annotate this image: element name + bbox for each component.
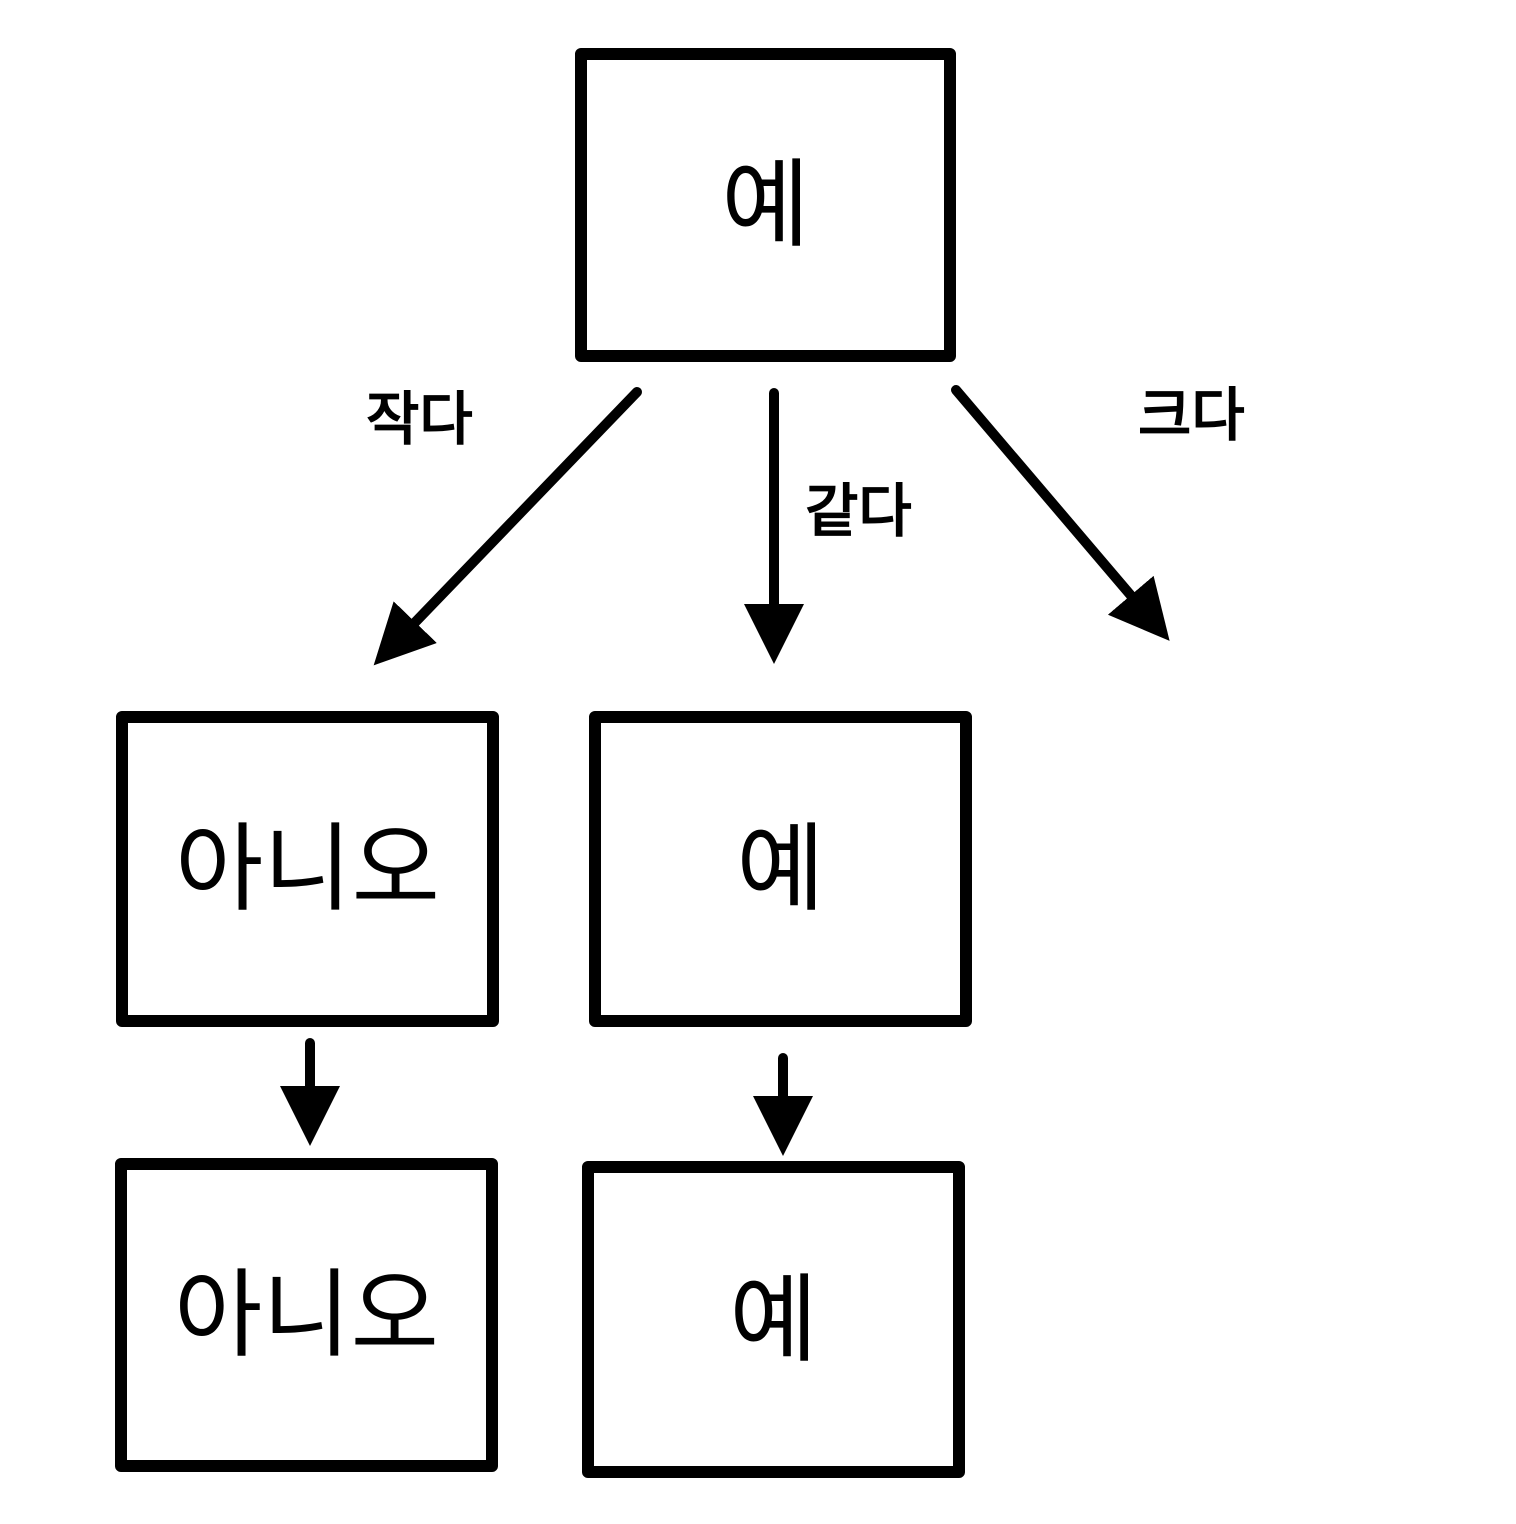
edge-label-greater: 크다 [1138, 381, 1245, 449]
left-node-1-label: 아니오 [175, 813, 440, 925]
edge-label-equal: 같다 [805, 477, 912, 545]
middle-node-2: 예 [582, 1161, 965, 1478]
middle-node-2-label: 예 [729, 1263, 818, 1376]
root-node-label: 예 [721, 149, 810, 261]
middle-node-1-label: 예 [736, 813, 825, 925]
middle-node-1: 예 [589, 711, 972, 1027]
root-node: 예 [575, 48, 956, 362]
arrow-smaller [373, 387, 642, 666]
left-node-2: 아니오 [115, 1158, 498, 1472]
left-node-2-label: 아니오 [174, 1259, 439, 1371]
arrow-greater [951, 385, 1170, 641]
left-node-1: 아니오 [116, 711, 499, 1027]
edge-label-smaller: 작다 [366, 385, 473, 453]
